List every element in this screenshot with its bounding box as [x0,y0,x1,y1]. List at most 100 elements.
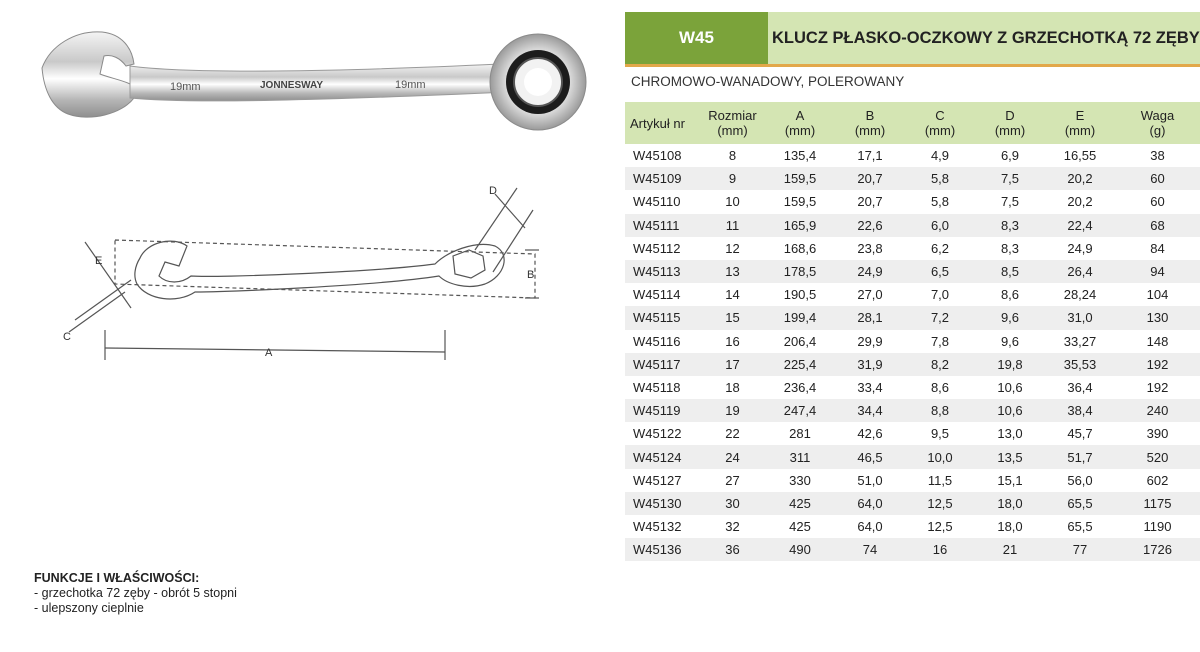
table-cell: W45124 [633,449,682,465]
table-cell: 60 [1150,171,1165,187]
table-cell: 9,6 [1000,333,1020,349]
wrench-photo: 19mm JONNESWAY 19mm [41,31,587,131]
table-cell: 6,2 [930,240,950,256]
table-cell: W45108 [633,148,682,164]
column-header: D(mm) [975,102,1045,144]
table-cell: 28,24 [1063,287,1097,303]
table-cell: 602 [1146,472,1169,488]
table-cell: 14 [725,287,740,303]
technical-drawing: A B C D E [63,185,539,360]
table-cell: 11,5 [927,472,953,488]
column-header-unit: (mm) [717,123,748,138]
table-cell: 56,0 [1067,472,1093,488]
table-cell: 520 [1146,449,1169,465]
table-cell: 159,5 [783,194,817,210]
table-cell: 425 [789,495,811,511]
table-cell: 148 [1146,333,1169,349]
table-cell: 38 [1150,148,1165,164]
table-cell: 22 [725,426,740,442]
table-cell: 23,8 [857,240,883,256]
table-cell: 29,9 [857,333,883,349]
right-panel: W45 KLUCZ PŁASKO-OCZKOWY Z GRZECHOTKĄ 72… [625,12,1200,562]
table-cell: 7,0 [930,287,950,303]
table-cell: 20,7 [857,171,883,187]
table-cell: W45116 [633,333,681,349]
table-cell: 94 [1150,264,1165,280]
table-cell: 51,7 [1067,449,1093,465]
table-cell: 159,5 [783,171,817,187]
table-cell: W45110 [633,194,681,210]
table-cell: W45119 [633,403,681,419]
table-cell: 6,5 [930,264,950,280]
table-cell: 8 [728,148,737,164]
table-cell: 19 [725,403,740,419]
table-cell: 13,5 [997,449,1023,465]
table-cell: 74 [862,542,878,558]
table-cell: 11 [725,217,740,233]
table-cell: 77 [1072,542,1088,558]
column-header-label: A [795,108,805,123]
table-cell: 8,8 [930,403,950,419]
drawing-label-d: D [489,185,497,197]
table-cell: W45112 [633,240,681,256]
table-cell: 33,4 [857,379,883,395]
drawing-label-c: C [63,331,71,343]
table-cell: 6,9 [1000,148,1020,164]
feature-item: - grzechotka 72 zęby - obrót 5 stopni [34,586,237,600]
table-cell: 8,6 [1000,287,1020,303]
table-cell: 6,0 [930,217,950,233]
product-code: W45 [625,12,768,64]
table-cell: 19,8 [997,356,1023,372]
table-cell: 7,5 [1000,171,1020,187]
column-header-unit: (mm) [1064,123,1096,138]
column-header-unit: (g) [1149,123,1166,138]
table-cell: 17,1 [857,148,883,164]
table-cell: 190,5 [783,287,817,303]
table-cell: 5,8 [930,171,950,187]
table-cell: 281 [789,426,811,442]
table-cell: W45122 [633,426,682,442]
column-header: A(mm) [765,102,835,144]
table-cell: 36 [725,542,740,558]
table-cell: 9,6 [1000,310,1020,326]
features-section: FUNKCJE I WŁAŚCIWOŚCI: - grzechotka 72 z… [34,571,237,616]
table-cell: 64,0 [857,495,883,511]
table-cell: 18 [725,379,740,395]
column-header-unit: (mm) [924,123,956,138]
table-cell: 130 [1146,310,1169,326]
table-cell: 20,7 [857,194,883,210]
drawing-label-b: B [527,269,534,281]
table-cell: 46,5 [857,449,883,465]
table-cell: 68 [1150,217,1165,233]
table-cell: 45,7 [1067,426,1093,442]
table-cell: W45117 [633,356,681,372]
table-cell: 15,1 [997,472,1023,488]
product-header: W45 KLUCZ PŁASKO-OCZKOWY Z GRZECHOTKĄ 72… [625,12,1200,64]
table-cell: 16 [725,333,740,349]
table-cell: W45115 [633,310,681,326]
table-cell: 236,4 [783,379,817,395]
features-title: FUNKCJE I WŁAŚCIWOŚCI: [34,571,200,585]
column-header-label: C [935,108,945,123]
table-cell: 1726 [1143,542,1172,558]
column-header: Artykuł nr [625,102,700,144]
table-cell: 9 [728,171,737,187]
table-cell: 1175 [1143,495,1172,511]
table-cell: W45114 [633,287,681,303]
table-cell: 240 [1146,403,1169,419]
product-title: KLUCZ PŁASKO-OCZKOWY Z GRZECHOTKĄ 72 ZĘB… [768,12,1200,64]
column-header-unit: (mm) [784,123,816,138]
table-cell: 192 [1146,356,1169,372]
table-cell: 16 [932,542,948,558]
column-header-label: D [1005,108,1015,123]
